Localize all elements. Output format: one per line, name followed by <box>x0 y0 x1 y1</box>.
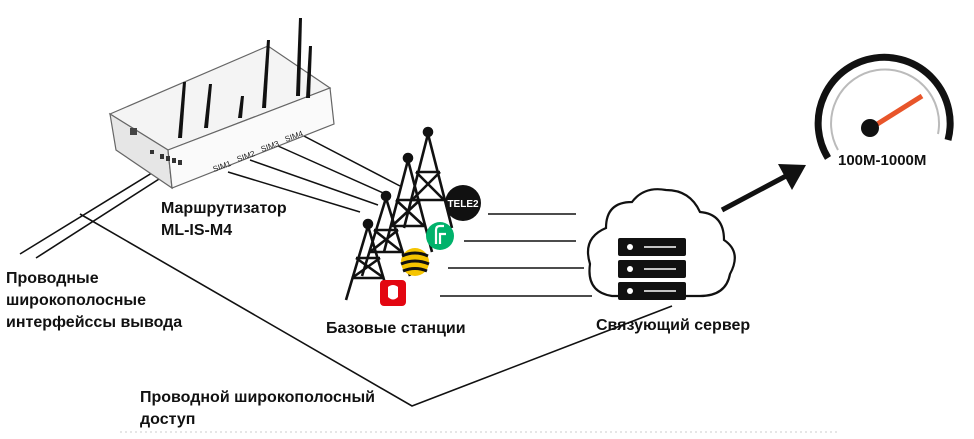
speedometer-icon <box>814 53 954 160</box>
wired-interfaces-label: Проводные широкополосные интерфейссы выв… <box>6 268 182 334</box>
wired-access-label: Проводной широкополосный доступ <box>140 387 375 431</box>
router-label: Маршрутизатор ML-IS-M4 <box>161 198 287 242</box>
tele2-logo-icon: TELE2 <box>445 185 481 221</box>
wired-access-label-line: доступ <box>140 411 196 428</box>
router-label-line: Маршрутизатор <box>161 200 287 217</box>
tower-icon <box>360 190 412 277</box>
wired-interfaces-label-line: широкополосные <box>6 292 146 309</box>
megafon-logo-icon <box>426 222 454 250</box>
speed-label-text: 100M-1000M <box>838 152 927 169</box>
router-model-label: ML-IS-M4 <box>161 222 233 239</box>
router-front-right <box>167 87 335 189</box>
wired-access-label-line: Проводной широкополосный <box>140 389 376 406</box>
tower-icon <box>402 126 454 229</box>
tower-icon <box>344 218 392 301</box>
sim-links <box>227 133 401 213</box>
beeline-logo-icon <box>400 248 430 276</box>
base-stations-label-text: Базовые станции <box>326 320 466 337</box>
operator-logos: TELE2 <box>380 185 481 306</box>
router-ethernet-ports <box>160 154 182 165</box>
speed-label: 100M-1000M <box>838 150 926 172</box>
router-led <box>150 150 154 154</box>
mts-logo-icon <box>380 280 406 306</box>
server-label-text: Связующий сервер <box>596 317 751 334</box>
server-icon <box>618 238 686 300</box>
wired-interfaces-label-line: интерфейссы вывода <box>6 314 183 331</box>
bs-server-links <box>440 213 592 297</box>
router-antennas <box>178 18 312 138</box>
wired-interface-lines <box>19 167 171 259</box>
router: SIM1 SIM2 SIM3 SIM4 <box>108 18 335 190</box>
base-station-towers <box>344 126 454 301</box>
tower-icon <box>382 152 434 253</box>
wired-interfaces-label-line: Проводные <box>6 270 99 287</box>
arrow-icon <box>720 164 806 213</box>
wired-access-boundary <box>79 213 673 407</box>
router-power-icon <box>130 128 137 135</box>
svg-text:TELE2: TELE2 <box>447 199 479 210</box>
cloud-server <box>586 188 736 300</box>
server-label: Связующий сервер <box>596 315 750 337</box>
base-stations-label: Базовые станции <box>326 318 466 340</box>
